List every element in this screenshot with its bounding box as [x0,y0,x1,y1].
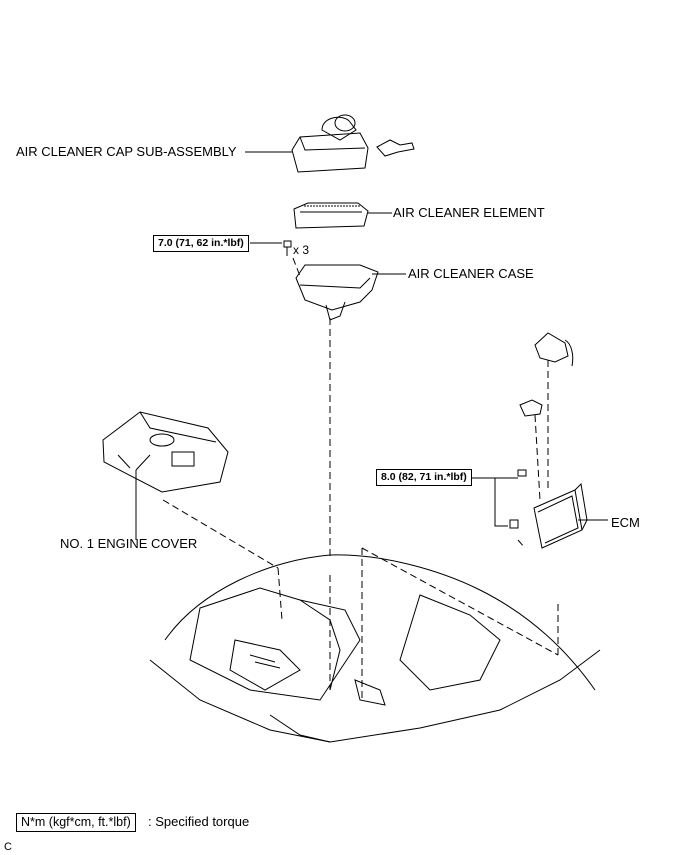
ecm-drawing [509,332,588,549]
air-cleaner-cap-label: AIR CLEANER CAP SUB-ASSEMBLY [16,144,237,159]
legend-torque-unit-box: N*m (kgf*cm, ft.*lbf) [16,813,136,832]
air-cleaner-torque-spec: 7.0 (71, 62 in.*lbf) [153,235,249,252]
ecm-torque-spec: 8.0 (82, 71 in.*lbf) [376,469,472,486]
air-cleaner-case-drawing [295,264,379,321]
engine-cover-label: NO. 1 ENGINE COVER [60,536,198,551]
air-cleaner-element-drawing [293,202,369,229]
vehicle-drawing [149,554,601,743]
figure-code: C [4,841,12,853]
legend-torque-text: : Specified torque [148,814,250,829]
air-cleaner-cap-drawing [291,114,415,173]
bolt-quantity: x 3 [293,243,310,257]
engine-cover-drawing [102,411,229,493]
air-cleaner-case-label: AIR CLEANER CASE [408,266,534,281]
ecm-label: ECM [611,515,640,530]
dashed-guides [162,257,559,700]
bolt-drawing [283,240,292,256]
air-cleaner-element-label: AIR CLEANER ELEMENT [393,205,545,220]
